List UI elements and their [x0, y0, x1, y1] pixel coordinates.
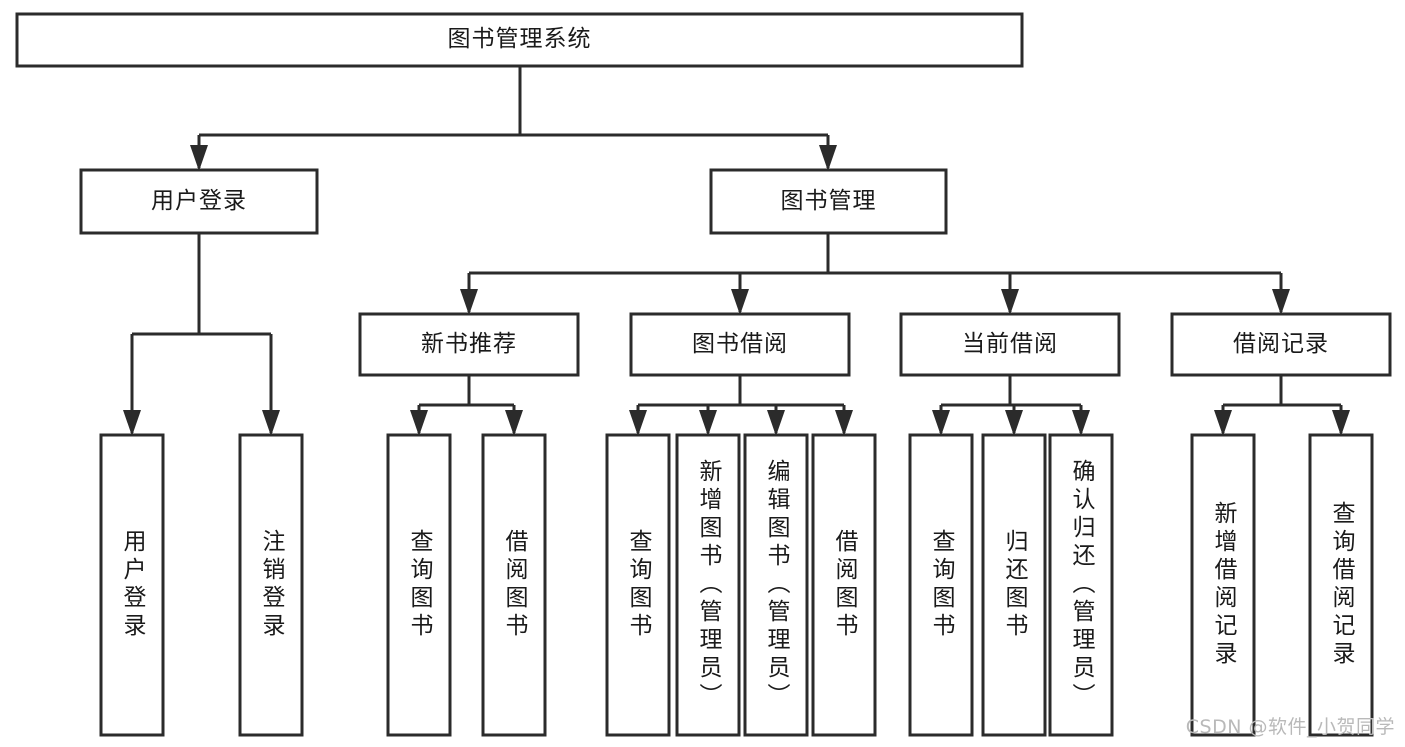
node-box-borrow-record[interactable]	[1170, 312, 1392, 377]
node-box-leaf-add-record[interactable]	[1190, 433, 1256, 737]
arrow-head-icon	[835, 410, 853, 436]
boxes-layer	[15, 12, 1392, 737]
node-box-leaf-confirm-return[interactable]	[1048, 433, 1114, 737]
arrow-head-icon	[460, 289, 478, 315]
node-box-root[interactable]	[15, 12, 1024, 68]
node-box-book-borrow[interactable]	[629, 312, 851, 377]
node-box-leaf-return-book[interactable]	[981, 433, 1047, 737]
arrow-head-icon	[731, 289, 749, 315]
arrow-head-icon	[767, 410, 785, 436]
node-box-book-manage[interactable]	[709, 168, 948, 235]
node-box-leaf-query-book-2[interactable]	[605, 433, 671, 737]
node-box-leaf-add-book[interactable]	[675, 433, 741, 737]
node-box-new-book-rec[interactable]	[358, 312, 580, 377]
node-box-leaf-query-book-3[interactable]	[908, 433, 974, 737]
arrow-head-icon	[262, 410, 280, 436]
node-box-current-borrow[interactable]	[899, 312, 1121, 377]
arrow-head-icon	[505, 410, 523, 436]
arrow-head-icon	[123, 410, 141, 436]
arrow-head-icon	[699, 410, 717, 436]
arrow-head-icon	[1005, 410, 1023, 436]
arrow-head-icon	[932, 410, 950, 436]
watermark-text: CSDN @软件_小贺同学	[1185, 716, 1395, 738]
arrow-head-icon	[819, 145, 837, 171]
node-box-user-login[interactable]	[79, 168, 319, 235]
node-box-leaf-query-book-1[interactable]	[386, 433, 452, 737]
node-box-leaf-user-logout[interactable]	[238, 433, 304, 737]
arrow-head-icon	[1072, 410, 1090, 436]
arrow-head-icon	[629, 410, 647, 436]
arrow-head-icon	[190, 145, 208, 171]
arrow-head-icon	[1214, 410, 1232, 436]
node-box-leaf-borrow-book-2[interactable]	[811, 433, 877, 737]
node-box-leaf-query-record[interactable]	[1308, 433, 1374, 737]
node-box-leaf-borrow-book-1[interactable]	[481, 433, 547, 737]
node-box-leaf-user-login[interactable]	[99, 433, 165, 737]
arrow-head-icon	[1332, 410, 1350, 436]
node-box-leaf-edit-book[interactable]	[743, 433, 809, 737]
connectors-layer	[123, 66, 1350, 436]
arrow-head-icon	[1272, 289, 1290, 315]
arrow-head-icon	[410, 410, 428, 436]
arrow-head-icon	[1001, 289, 1019, 315]
